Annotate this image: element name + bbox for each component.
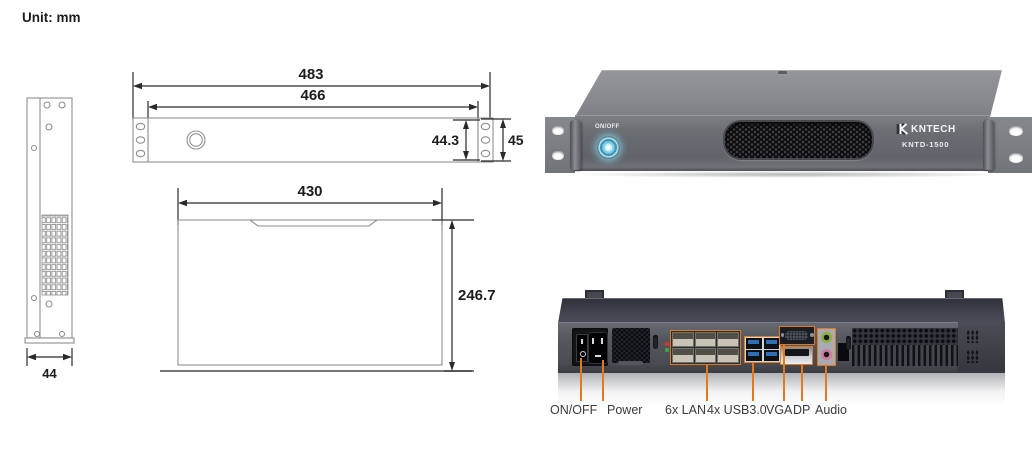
dim-430: 430	[297, 183, 322, 200]
leader-vga	[783, 345, 785, 401]
kntech-k-icon	[896, 123, 909, 135]
endcap-vent-slots	[966, 350, 979, 363]
label-audio: Audio	[815, 403, 847, 417]
ear-hole	[552, 126, 564, 135]
power-c14-inlet	[588, 332, 608, 364]
ear-hole	[552, 151, 564, 160]
chassis-top-surface	[575, 70, 1002, 117]
rj45-port[interactable]	[717, 332, 739, 347]
leader-lan	[706, 365, 708, 401]
front-shadow	[570, 171, 1010, 178]
brand-logo: KNTECH	[896, 123, 956, 135]
side-view-drawing: 44	[24, 97, 75, 380]
dim-45: 45	[508, 132, 524, 148]
dim-483: 483	[298, 66, 323, 83]
front-render: ON/OFF KNTECH KNTD-1500	[545, 58, 1032, 183]
label-lan: 6x LAN	[665, 403, 706, 417]
top-view-dim-430: 430	[177, 183, 443, 225]
handle-left	[570, 120, 581, 170]
rack-ear-right	[988, 117, 1032, 173]
dim-44-3: 44.3	[432, 132, 459, 148]
rear-right-endcap	[958, 322, 1005, 372]
brand-text: KNTECH	[911, 123, 956, 135]
label-dp: DP	[793, 403, 811, 417]
rear-vent-slats	[852, 345, 958, 366]
vga-port[interactable]	[779, 326, 815, 345]
model-label: KNTD-1500	[902, 140, 950, 149]
lan-ports-6x[interactable]	[670, 330, 741, 365]
side-view-dim-44: 44	[26, 348, 73, 380]
rear-latch	[618, 361, 643, 365]
power-rocker-switch[interactable]	[576, 334, 588, 362]
usb-port[interactable]	[746, 338, 762, 349]
rj45-port[interactable]	[694, 332, 717, 347]
label-vga: VGA	[766, 403, 793, 417]
power-button[interactable]	[597, 136, 620, 159]
top-slot	[778, 71, 787, 74]
usb-port[interactable]	[763, 338, 779, 349]
rj45-port[interactable]	[694, 348, 717, 363]
top-view-groove	[249, 219, 378, 227]
oval-slot	[846, 336, 851, 350]
front-power-button-outline	[186, 130, 206, 150]
rear-handle-tab-right	[945, 290, 964, 300]
rear-black-port	[838, 343, 849, 361]
dim-246-7: 246.7	[458, 287, 496, 304]
leader-usb	[752, 363, 754, 401]
usb-port[interactable]	[763, 350, 779, 361]
oval-slot	[653, 335, 658, 349]
side-view-outline	[24, 97, 75, 344]
floor-reflection	[558, 373, 1005, 407]
rear-vent-dots	[852, 328, 958, 345]
front-view-dim-483: 483	[132, 66, 491, 120]
top-view-outline	[160, 219, 472, 372]
rj45-port[interactable]	[672, 332, 694, 347]
front-view-outline	[132, 117, 494, 163]
leader-dp	[801, 365, 803, 401]
label-usb: 4x USB3.0	[707, 403, 767, 417]
dim-44: 44	[42, 366, 57, 380]
leader-onoff	[580, 358, 582, 401]
leader-power	[602, 360, 604, 401]
audio-out-jack[interactable]	[821, 332, 832, 343]
endcap-vent-slots	[966, 330, 979, 343]
power-inlet-block	[572, 328, 608, 366]
usb3-ports-4x[interactable]	[744, 336, 781, 363]
unit-label: Unit: mm	[22, 10, 81, 25]
front-view-dim-466: 466	[147, 87, 479, 118]
rear-vent-honeycomb	[612, 328, 650, 363]
rear-render: ON/OFF Power 6x LAN 4x USB3.0 VGA DP Aud…	[545, 285, 1032, 430]
ear-hole	[1009, 126, 1023, 136]
lan-led-red	[665, 342, 669, 346]
rj45-port[interactable]	[672, 348, 694, 363]
rear-handle-tab-left	[585, 290, 604, 300]
front-view-dim-45: 45	[481, 118, 524, 162]
leader-audio	[825, 366, 827, 401]
label-power: Power	[607, 403, 643, 417]
audio-jacks[interactable]	[817, 328, 836, 366]
mic-in-jack[interactable]	[821, 349, 832, 360]
dim-466: 466	[300, 87, 325, 104]
front-view-drawing: 483 466 44.	[132, 66, 524, 163]
side-vent-grid	[41, 214, 69, 296]
rj45-port[interactable]	[717, 348, 739, 363]
front-vent-honeycomb	[723, 120, 874, 160]
rear-top-surface	[558, 298, 1005, 323]
label-onoff: ON/OFF	[550, 403, 598, 417]
front-view-dim-44-3: 44.3	[432, 119, 480, 161]
usb-port[interactable]	[746, 350, 762, 361]
ear-hole	[1009, 153, 1023, 163]
top-view-drawing: 430 246.7	[160, 183, 496, 372]
lan-led-green	[665, 348, 669, 352]
dp-port[interactable]	[780, 346, 813, 365]
vga-dsub-connector	[785, 330, 808, 340]
top-view-dim-246-7: 246.7	[432, 219, 496, 372]
front-onoff-label: ON/OFF	[595, 124, 620, 130]
handle-right	[983, 120, 994, 170]
